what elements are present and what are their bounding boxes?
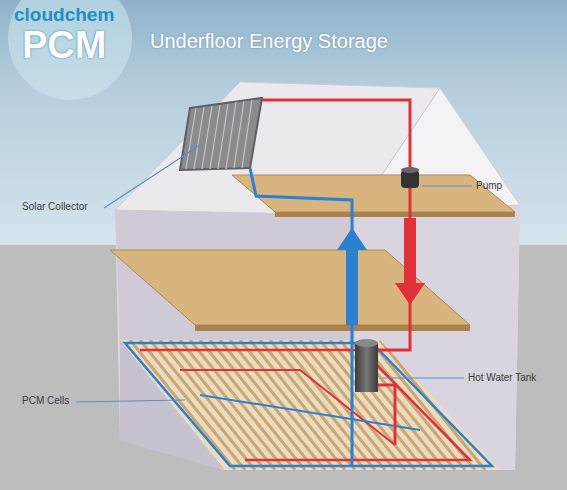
- pcm-floor: [120, 340, 500, 470]
- hot-pipe: [378, 385, 395, 445]
- middle-floor-edge: [195, 325, 470, 331]
- callout-label: Solar Collector: [22, 201, 88, 213]
- upper-floor: [232, 175, 515, 212]
- sky-background: [0, 0, 567, 245]
- diagram-title: Underfloor Energy Storage: [150, 30, 388, 53]
- flow-arrow-head: [395, 283, 425, 305]
- leader-line: [422, 185, 472, 186]
- logo-letters: PCM: [22, 24, 106, 68]
- logo-circle: [8, 0, 132, 100]
- callout-label: PCM Cells: [22, 395, 69, 407]
- hot-pipe: [262, 100, 410, 350]
- pump-top: [401, 167, 419, 173]
- flow-arrow-shaft: [346, 248, 358, 325]
- callout-label: Hot Water Tank: [468, 372, 536, 384]
- leader-line: [382, 377, 464, 378]
- flow-arrow-head: [337, 228, 367, 250]
- floor-red-pipe: [140, 350, 470, 460]
- collector-tubes: [186, 100, 252, 169]
- callout-label: Pump: [476, 180, 502, 192]
- solar-collector: [180, 98, 262, 170]
- leader-line: [76, 400, 185, 402]
- tank-top: [355, 339, 378, 347]
- flow-arrow-shaft: [404, 218, 416, 285]
- hot-water-tank: [355, 343, 378, 392]
- upper-floor-edge: [275, 212, 515, 217]
- leader-line: [104, 145, 200, 208]
- floor-blue-pipe: [200, 395, 420, 430]
- floor-blue-pipe: [125, 343, 492, 466]
- cold-pipe: [250, 168, 352, 466]
- logo-text: cloudchem: [14, 4, 114, 26]
